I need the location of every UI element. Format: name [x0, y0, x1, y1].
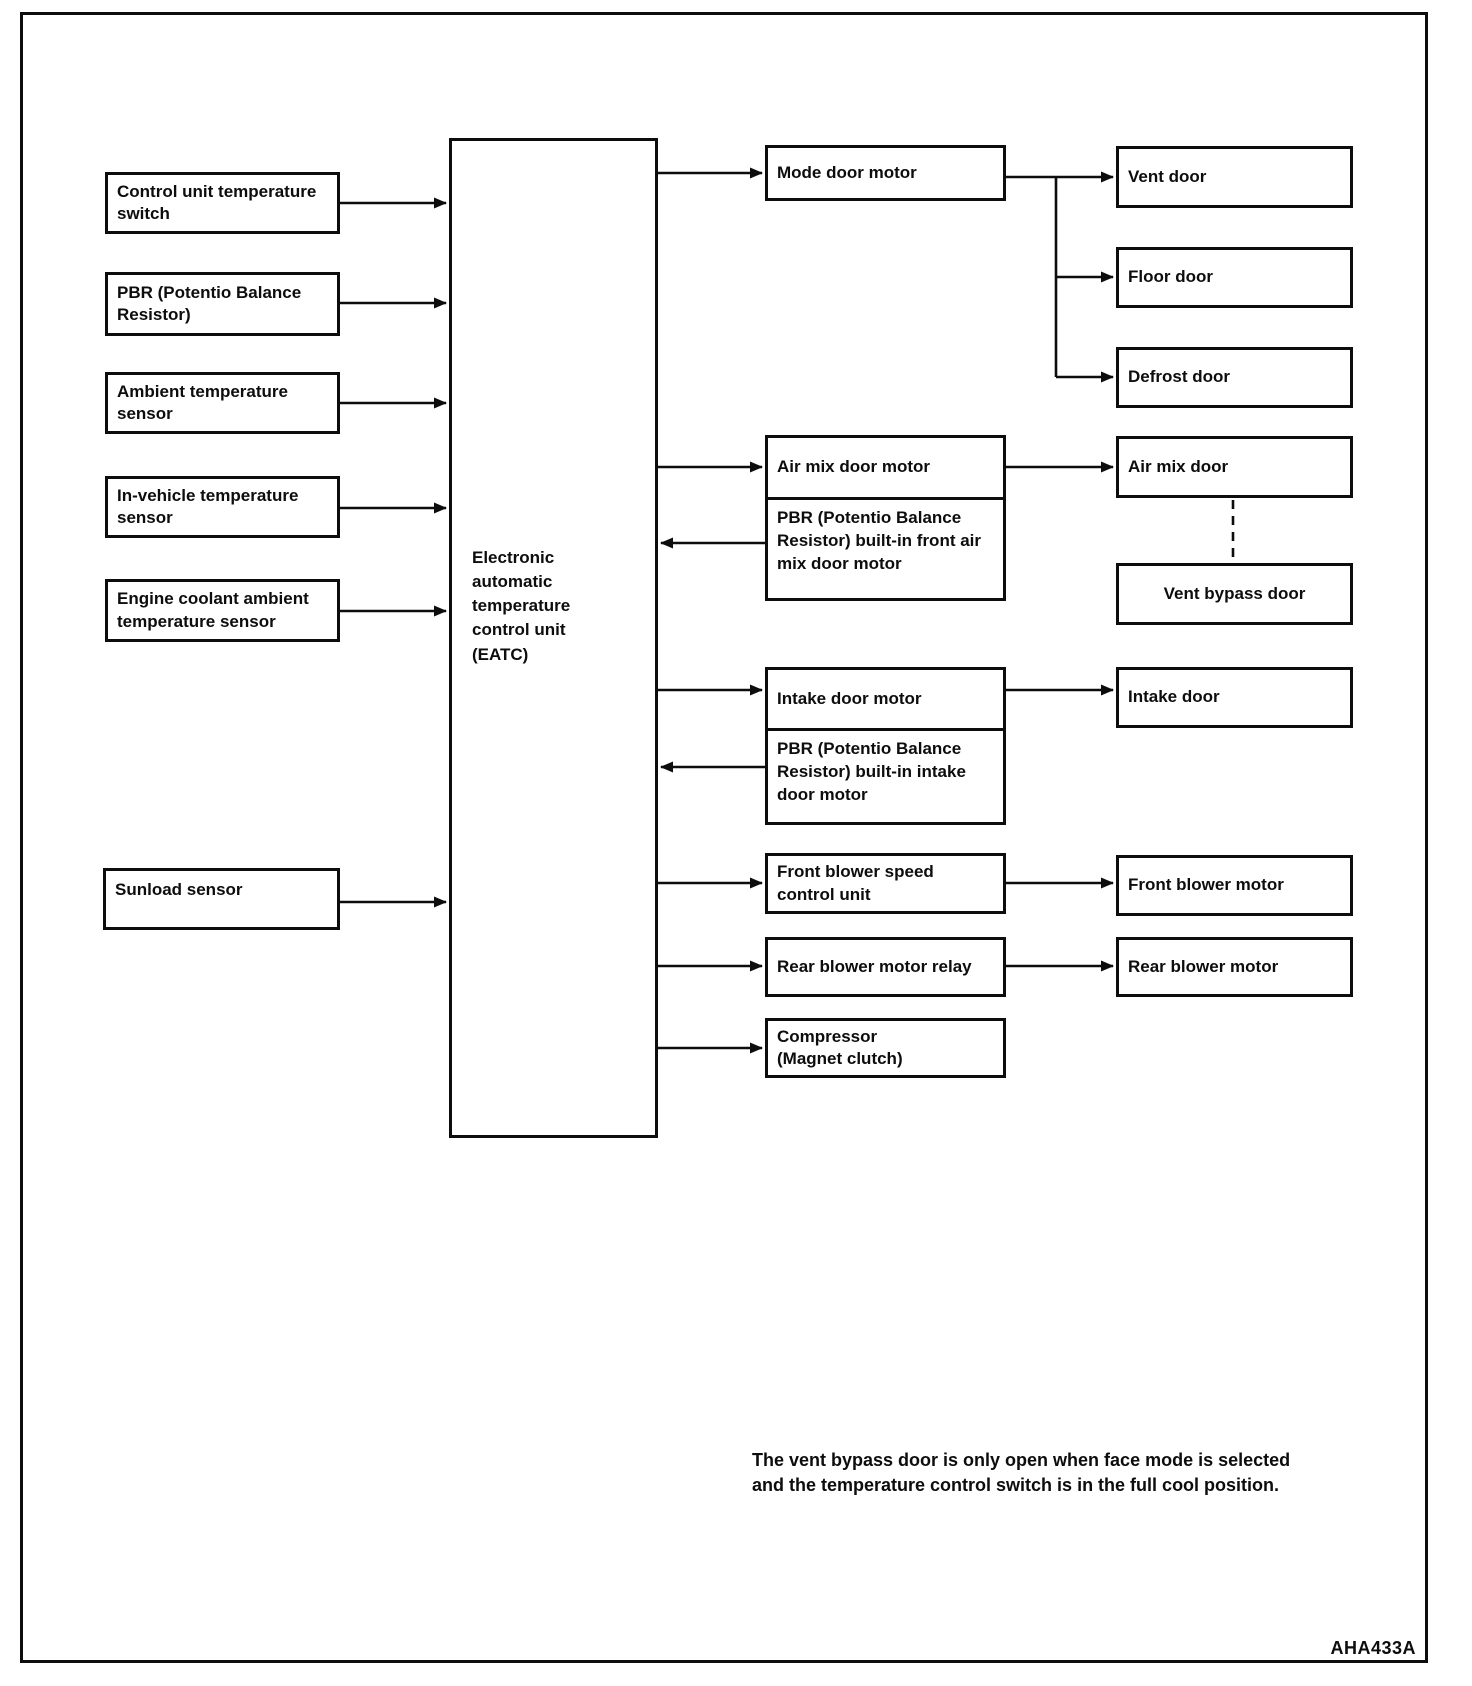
node-label: Rear blower motor	[1128, 956, 1279, 976]
node-label: Defrost door	[1128, 367, 1230, 387]
footnote-line-1: The vent bypass door is only open when f…	[752, 1450, 1291, 1470]
node-vent-bypass-door: Vent bypass door	[1116, 563, 1353, 625]
node-label: Floor door	[1128, 267, 1213, 287]
figure-code: AHA433A	[1330, 1638, 1416, 1658]
node-intake-door: Intake door	[1116, 667, 1353, 728]
node-label: In-vehicle temperature sensor	[117, 485, 299, 527]
node-label: Control unit temperature switch	[117, 181, 317, 223]
node-sub-label: PBR (Potentio Balance Resistor) built-in…	[777, 739, 966, 804]
node-rear-blower-motor-relay: Rear blower motor relay	[765, 937, 1006, 997]
node-label: Sunload sensor	[115, 880, 243, 899]
node-label: Air mix door motor	[777, 457, 931, 477]
node-label: Intake door motor	[777, 688, 922, 708]
node-front-blower-speed-control-unit: Front blower speed control unit	[765, 853, 1006, 914]
node-vent-door: Vent door	[1116, 146, 1353, 208]
node-front-blower-motor: Front blower motor	[1116, 855, 1353, 916]
node-mode-door-motor: Mode door motor	[765, 145, 1006, 201]
vent-bypass-footnote: The vent bypass door is only open when f…	[752, 1448, 1352, 1498]
node-pbr-potentio-balance-resistor: PBR (Potentio Balance Resistor)	[105, 272, 340, 336]
node-defrost-door: Defrost door	[1116, 347, 1353, 408]
node-label: Air mix door	[1128, 456, 1229, 476]
node-air-mix-door: Air mix door	[1116, 436, 1353, 498]
node-label: Electronic automatic temperature control…	[472, 548, 571, 664]
node-rear-blower-motor: Rear blower motor	[1116, 937, 1353, 997]
node-ambient-temperature-sensor: Ambient temperature sensor	[105, 372, 340, 434]
node-label: Intake door	[1128, 687, 1220, 707]
node-sub-label: PBR (Potentio Balance Resistor) built-in…	[777, 508, 981, 573]
node-intake-door-motor: Intake door motor PBR (Potentio Balance …	[765, 667, 1006, 825]
node-compressor-magnet-clutch: Compressor (Magnet clutch)	[765, 1018, 1006, 1078]
air-mix-pbr-section: PBR (Potentio Balance Resistor) built-in…	[768, 500, 1003, 598]
node-in-vehicle-temperature-sensor: In-vehicle temperature sensor	[105, 476, 340, 538]
intake-pbr-section: PBR (Potentio Balance Resistor) built-in…	[768, 731, 1003, 822]
node-sunload-sensor: Sunload sensor	[103, 868, 340, 930]
node-label: PBR (Potentio Balance Resistor)	[117, 282, 302, 324]
node-label: Rear blower motor relay	[777, 956, 972, 976]
node-floor-door: Floor door	[1116, 247, 1353, 308]
node-label: Front blower speed control unit	[777, 862, 934, 904]
air-mix-door-motor-section: Air mix door motor	[768, 438, 1003, 500]
node-label: Ambient temperature sensor	[117, 381, 288, 423]
node-label: Vent door	[1128, 166, 1207, 186]
node-label: Mode door motor	[777, 162, 917, 182]
node-engine-coolant-ambient-temperature-sensor: Engine coolant ambient temperature senso…	[105, 579, 340, 642]
node-label: Compressor (Magnet clutch)	[777, 1026, 903, 1068]
node-air-mix-door-motor: Air mix door motor PBR (Potentio Balance…	[765, 435, 1006, 601]
node-label: Front blower motor	[1128, 875, 1284, 895]
node-label: Engine coolant ambient temperature senso…	[117, 589, 309, 631]
intake-door-motor-section: Intake door motor	[768, 670, 1003, 731]
diagram-border-frame	[20, 12, 1428, 1663]
node-eatc-control-unit: Electronic automatic temperature control…	[449, 138, 658, 1138]
node-control-unit-temperature-switch: Control unit temperature switch	[105, 172, 340, 234]
footnote-line-2: and the temperature control switch is in…	[752, 1474, 1280, 1495]
node-label: Vent bypass door	[1163, 583, 1306, 603]
